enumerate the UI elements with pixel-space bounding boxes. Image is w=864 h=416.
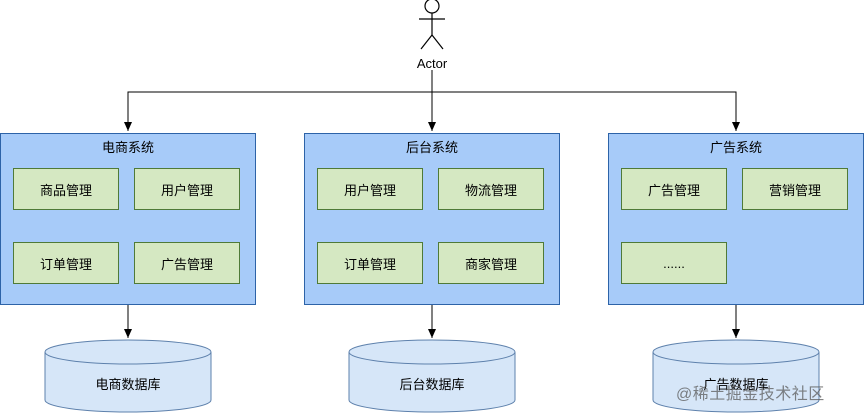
system-title: 电商系统 [101, 140, 154, 155]
database-backend [348, 339, 516, 413]
database-top [652, 339, 820, 365]
database-top [44, 339, 212, 365]
database-body [44, 352, 212, 413]
module-box: 用户管理 [317, 168, 423, 210]
actor-icon [419, 0, 445, 50]
database-ecommerce [44, 339, 212, 413]
database-label-ad: 广告数据库 [703, 377, 769, 392]
module-box: 用户管理 [134, 168, 240, 210]
module-box: 订单管理 [317, 242, 423, 284]
system-advertising: 广告系统 广告管理 营销管理 ...... [608, 133, 864, 305]
system-ecommerce: 电商系统 商品管理 用户管理 订单管理 广告管理 [0, 133, 256, 305]
module-box: 商品管理 [13, 168, 119, 210]
arrow-to-ad-system [432, 91, 740, 131]
actor-connectors [124, 70, 740, 131]
module-box: ...... [621, 242, 727, 284]
module-box: 广告管理 [621, 168, 727, 210]
database-label-ecommerce: 电商数据库 [95, 377, 161, 392]
database-body [652, 352, 820, 413]
module-box: 物流管理 [438, 168, 544, 210]
database-body [348, 352, 516, 413]
module-box: 订单管理 [13, 242, 119, 284]
actor-label: Actor [416, 56, 448, 71]
database-label-backend: 后台数据库 [399, 377, 465, 392]
module-box: 广告管理 [134, 242, 240, 284]
module-box: 营销管理 [742, 168, 848, 210]
databases [44, 339, 820, 413]
system-title: 后台系统 [405, 140, 458, 155]
module-box: 商家管理 [438, 242, 544, 284]
watermark-text: @稀土掘金技术社区 [676, 386, 825, 403]
arrow-to-ecommerce-system [124, 91, 432, 131]
database-ad [652, 339, 820, 413]
system-title: 广告系统 [709, 140, 762, 155]
system-backend: 后台系统 用户管理 物流管理 订单管理 商家管理 [304, 133, 560, 305]
database-top [348, 339, 516, 365]
db-connectors [124, 305, 740, 338]
